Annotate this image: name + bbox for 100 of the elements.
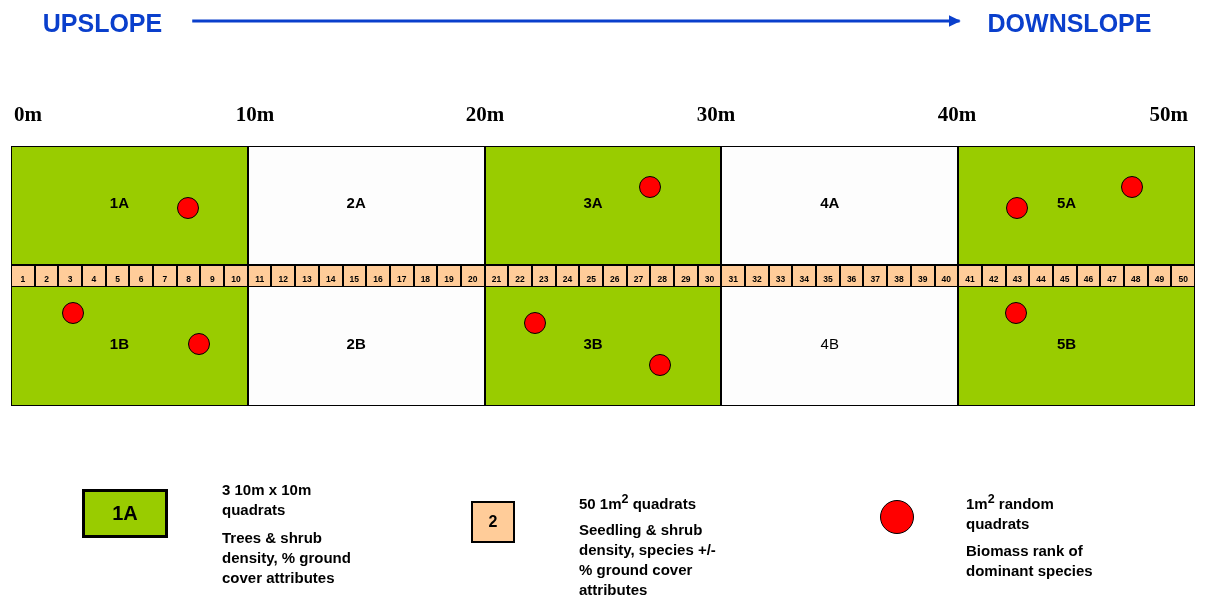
plot-label: 3B — [583, 334, 603, 352]
quadrat-cell — [366, 264, 390, 288]
quadrat-number: 38 — [894, 274, 904, 284]
quadrat-cell — [816, 264, 840, 288]
quadrat-number: 49 — [1154, 274, 1165, 284]
quadrat-number: 4 — [91, 274, 97, 284]
plot-label: 1A — [109, 194, 129, 211]
distance-label: 0m — [14, 102, 42, 127]
distance-label: 20m — [465, 102, 505, 127]
distance-label: 10m — [235, 102, 275, 127]
quadrat-number: 35 — [823, 274, 833, 284]
plot-label: 5A — [1057, 194, 1077, 211]
quadrat-cell — [579, 264, 603, 288]
quadrat-number: 37 — [870, 274, 881, 284]
quadrat-number: 26 — [610, 274, 620, 284]
quadrat-number: 47 — [1107, 274, 1117, 284]
quadrat-number: 34 — [799, 274, 809, 284]
quadrat-number: 41 — [965, 274, 975, 284]
distance-label: 50m — [1149, 102, 1188, 127]
quadrat-cell — [271, 264, 296, 288]
quadrat-number: 43 — [1012, 274, 1023, 284]
legend-description: Biomass rank of dominant species — [966, 541, 1094, 581]
legend-title: 50 1m$^{2}$ quadrats — [579, 491, 697, 514]
quadrat-number: 23 — [539, 274, 549, 284]
quadrat-number: 36 — [846, 274, 857, 284]
plot-box — [247, 286, 485, 406]
plot-label: 1B — [109, 334, 129, 352]
quadrat-number: 13 — [302, 274, 312, 284]
plot-label: 5B — [1057, 334, 1077, 352]
quadrat-cell — [1029, 264, 1053, 288]
quadrat-number: 46 — [1083, 274, 1094, 284]
plot-box — [11, 146, 248, 265]
quadrat-number: 9 — [209, 274, 215, 284]
quadrat-cell — [129, 264, 154, 288]
plot-label: 4B — [820, 334, 839, 352]
quadrat-number: 20 — [468, 274, 478, 284]
quadrat-cell — [82, 264, 106, 288]
quadrat-cell — [11, 264, 35, 288]
quadrat-number: 29 — [681, 274, 691, 284]
quadrat-cell — [650, 264, 675, 288]
plot-box — [958, 146, 1195, 265]
quadrat-number: 22 — [515, 274, 525, 284]
quadrat-cell — [721, 264, 746, 288]
quadrat-number: 21 — [491, 274, 502, 284]
quadrat-number: 14 — [325, 274, 336, 284]
plot-box — [958, 286, 1195, 406]
quadrat-number: 12 — [278, 274, 289, 284]
plot-label: 1A — [112, 502, 138, 525]
arrow — [192, 15, 961, 27]
quadrat-number: 6 — [138, 274, 144, 284]
legend-plot-box — [82, 489, 168, 538]
plot-label: 4A — [820, 194, 840, 211]
quadrat-cell — [1171, 264, 1195, 288]
quadrat-number: 42 — [988, 274, 999, 284]
quadrat-number: 5 — [115, 274, 120, 284]
quadrat-number: 28 — [657, 274, 667, 284]
quadrat-number: 1 — [20, 274, 26, 284]
plot-label: 3A — [583, 194, 603, 211]
quadrat-cell — [153, 264, 177, 288]
quadrat-number: 32 — [752, 274, 762, 284]
quadrat-number: 50 — [1178, 274, 1188, 284]
quadrat-number: 15 — [349, 274, 360, 284]
legend-quadrat-cell — [471, 501, 515, 543]
quadrat-number: 2 — [488, 513, 498, 531]
quadrat-cell — [295, 264, 319, 288]
direction-label: UPSLOPE — [42, 8, 163, 38]
plot-box — [721, 146, 959, 265]
quadrat-cell — [674, 264, 698, 288]
quadrat-cell — [745, 264, 769, 288]
quadrat-number: 18 — [420, 274, 431, 284]
quadrat-cell — [58, 264, 83, 288]
distance-label: 40m — [937, 102, 977, 127]
quadrat-cell — [200, 264, 225, 288]
distance-label: 30m — [696, 102, 736, 127]
quadrat-number: 39 — [917, 274, 928, 284]
plot-box — [484, 146, 722, 265]
legend-description: Seedling & shrub density, species +/- % ground cover attributes — [579, 520, 717, 600]
quadrat-cell — [863, 264, 888, 288]
quadrat-number: 45 — [1060, 274, 1070, 284]
quadrat-number: 48 — [1131, 274, 1141, 284]
quadrat-number: 2 — [44, 274, 49, 284]
quadrat-number: 40 — [941, 274, 952, 284]
quadrat-number: 27 — [633, 274, 644, 284]
quadrat-number: 25 — [586, 274, 596, 284]
quadrat-cell — [792, 264, 817, 288]
quadrat-number: 8 — [186, 274, 191, 284]
quadrat-cell — [437, 264, 461, 288]
quadrat-number: 33 — [775, 274, 786, 284]
legend-description: Trees & shrub density, % ground cover attributes — [222, 528, 352, 588]
plot-label: 2A — [346, 194, 366, 211]
plot-box — [484, 286, 722, 406]
plot-box — [247, 146, 485, 265]
plot-box — [721, 286, 959, 406]
quadrat-cell — [508, 264, 532, 288]
quadrat-number: 7 — [162, 274, 168, 284]
plot-label: 2B — [346, 334, 366, 352]
quadrat-number: 3 — [67, 274, 73, 284]
quadrat-cell — [224, 264, 248, 288]
quadrat-number: 31 — [728, 274, 738, 284]
quadrat-number: 24 — [562, 274, 573, 284]
